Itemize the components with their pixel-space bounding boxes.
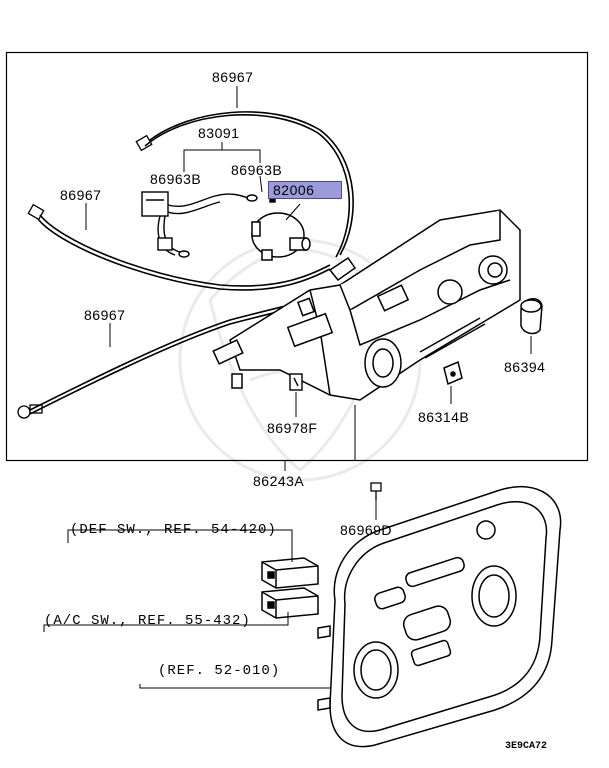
part-label-86963B-right: 86963B xyxy=(231,162,283,178)
blower-switch xyxy=(251,212,311,261)
screw-86969D xyxy=(370,482,382,500)
knob-86394 xyxy=(520,298,543,335)
front-bezel xyxy=(317,485,562,748)
detail-frame xyxy=(5,51,589,462)
part-label-86978F: 86978F xyxy=(267,420,318,436)
ref-label-def-switch: (DEF SW., REF. 54-420) xyxy=(70,522,277,538)
part-label-86967-lower: 86967 xyxy=(84,307,126,323)
ref-label-ac-switch: (A/C SW., REF. 55-432) xyxy=(44,613,251,629)
ref-label-52-010: (REF. 52-010) xyxy=(158,663,281,679)
part-label-86243A: 86243A xyxy=(253,473,305,489)
knob-86314B xyxy=(443,360,463,386)
part-label-86314B: 86314B xyxy=(418,409,470,425)
part-label-86394: 86394 xyxy=(504,359,546,375)
diagram-code: 3E9CA72 xyxy=(505,741,548,752)
part-label-86963B-left: 86963B xyxy=(150,171,202,187)
wire-harness xyxy=(141,191,276,258)
part-label-86967-left: 86967 xyxy=(60,187,102,203)
heater-control-assembly xyxy=(212,209,521,401)
ac-switch xyxy=(261,587,319,619)
def-switch xyxy=(261,557,319,589)
cable-ends xyxy=(17,134,153,419)
part-label-82006-highlighted[interactable]: 82006 xyxy=(268,181,342,199)
clip-86978F xyxy=(289,373,303,391)
part-label-86967-top: 86967 xyxy=(212,69,254,85)
part-label-86969D: 86969D xyxy=(340,522,393,538)
leader-lines xyxy=(43,86,532,689)
part-label-83091: 83091 xyxy=(198,125,240,141)
